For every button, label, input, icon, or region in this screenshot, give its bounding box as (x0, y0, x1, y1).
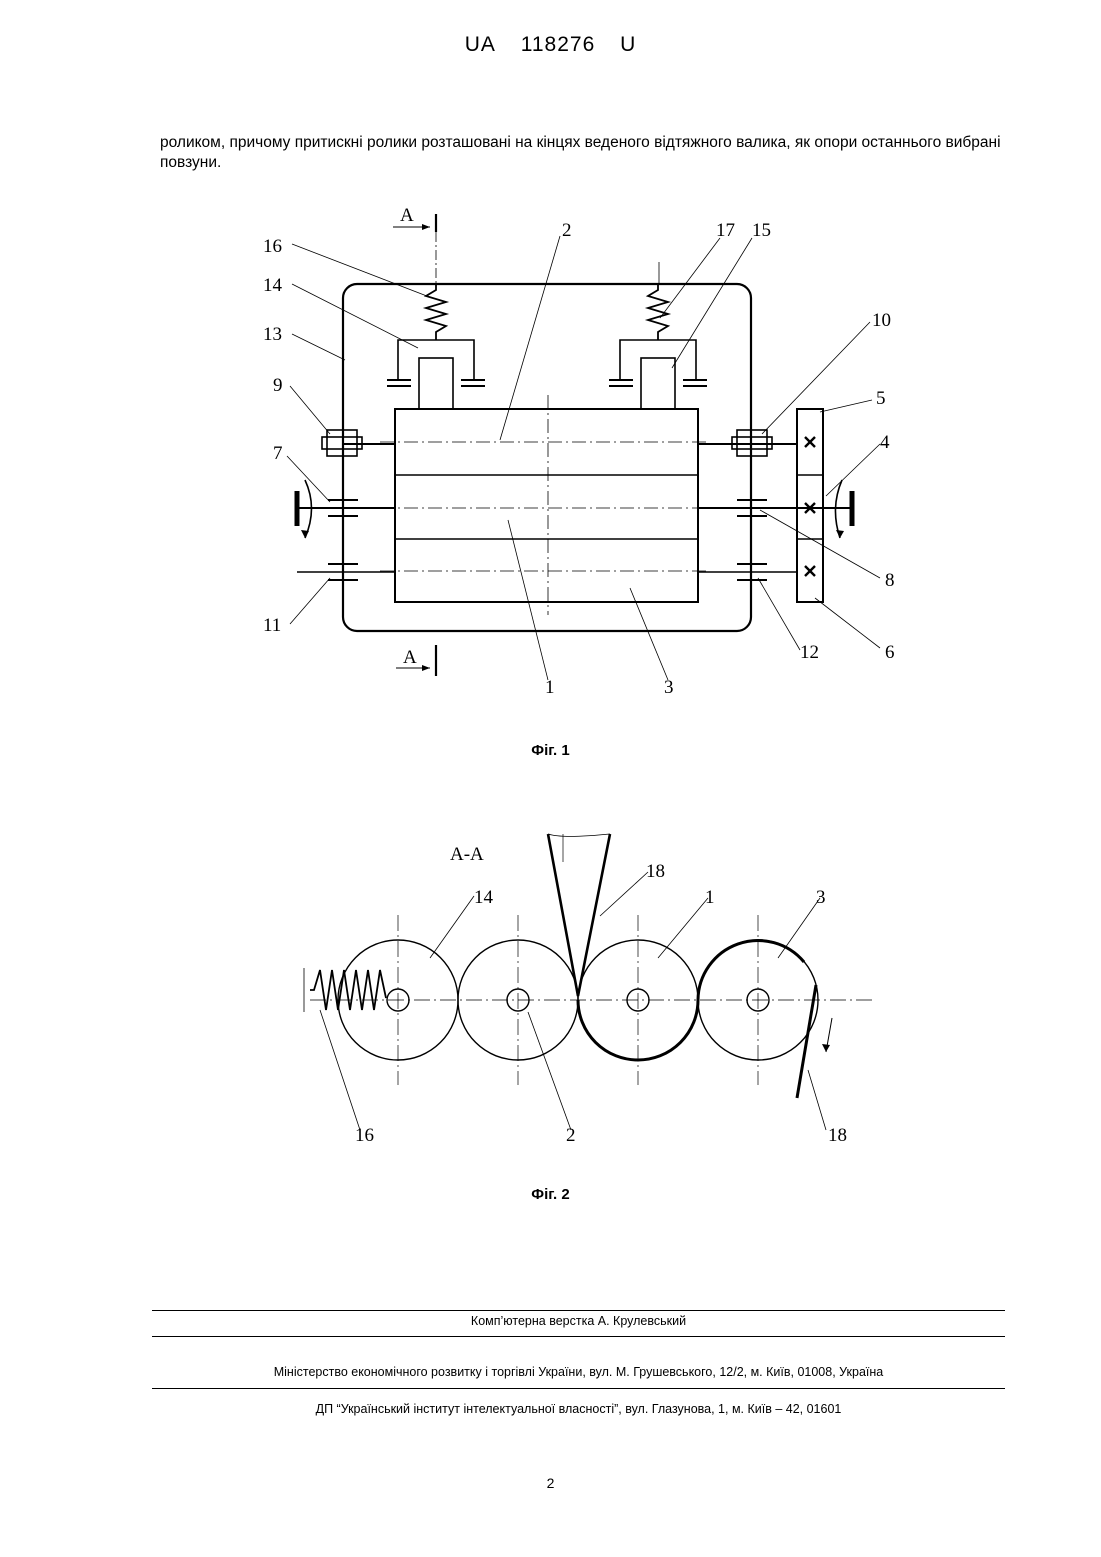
footer-rule-1 (152, 1310, 1005, 1311)
footer-rule-2 (152, 1336, 1005, 1337)
page-number: 2 (0, 1475, 1101, 1491)
footer-ministry: Міністерство економічного розвитку і тор… (152, 1365, 1005, 1379)
figure-2-caption: Фіг. 2 (0, 1186, 1101, 1203)
footer-rule-3 (152, 1388, 1005, 1389)
fig2-section-title: A-A (450, 844, 484, 865)
fig2-label-14: 14 (474, 887, 494, 908)
footer-layout-credit: Комп’ютерна верстка А. Крулевський (152, 1314, 1005, 1328)
figure-2-drawing: A-A 18 14 1 3 16 2 18 (0, 0, 1101, 1160)
fig2-label-18-top: 18 (646, 861, 665, 882)
fig2-label-18-bottom: 18 (828, 1125, 847, 1146)
fig2-label-1: 1 (705, 887, 715, 908)
fig2-label-16: 16 (355, 1125, 374, 1146)
fig2-label-2: 2 (566, 1125, 576, 1146)
fig2-label-3: 3 (816, 887, 826, 908)
footer-institute: ДП “Український інститут інтелектуальної… (152, 1402, 1005, 1416)
